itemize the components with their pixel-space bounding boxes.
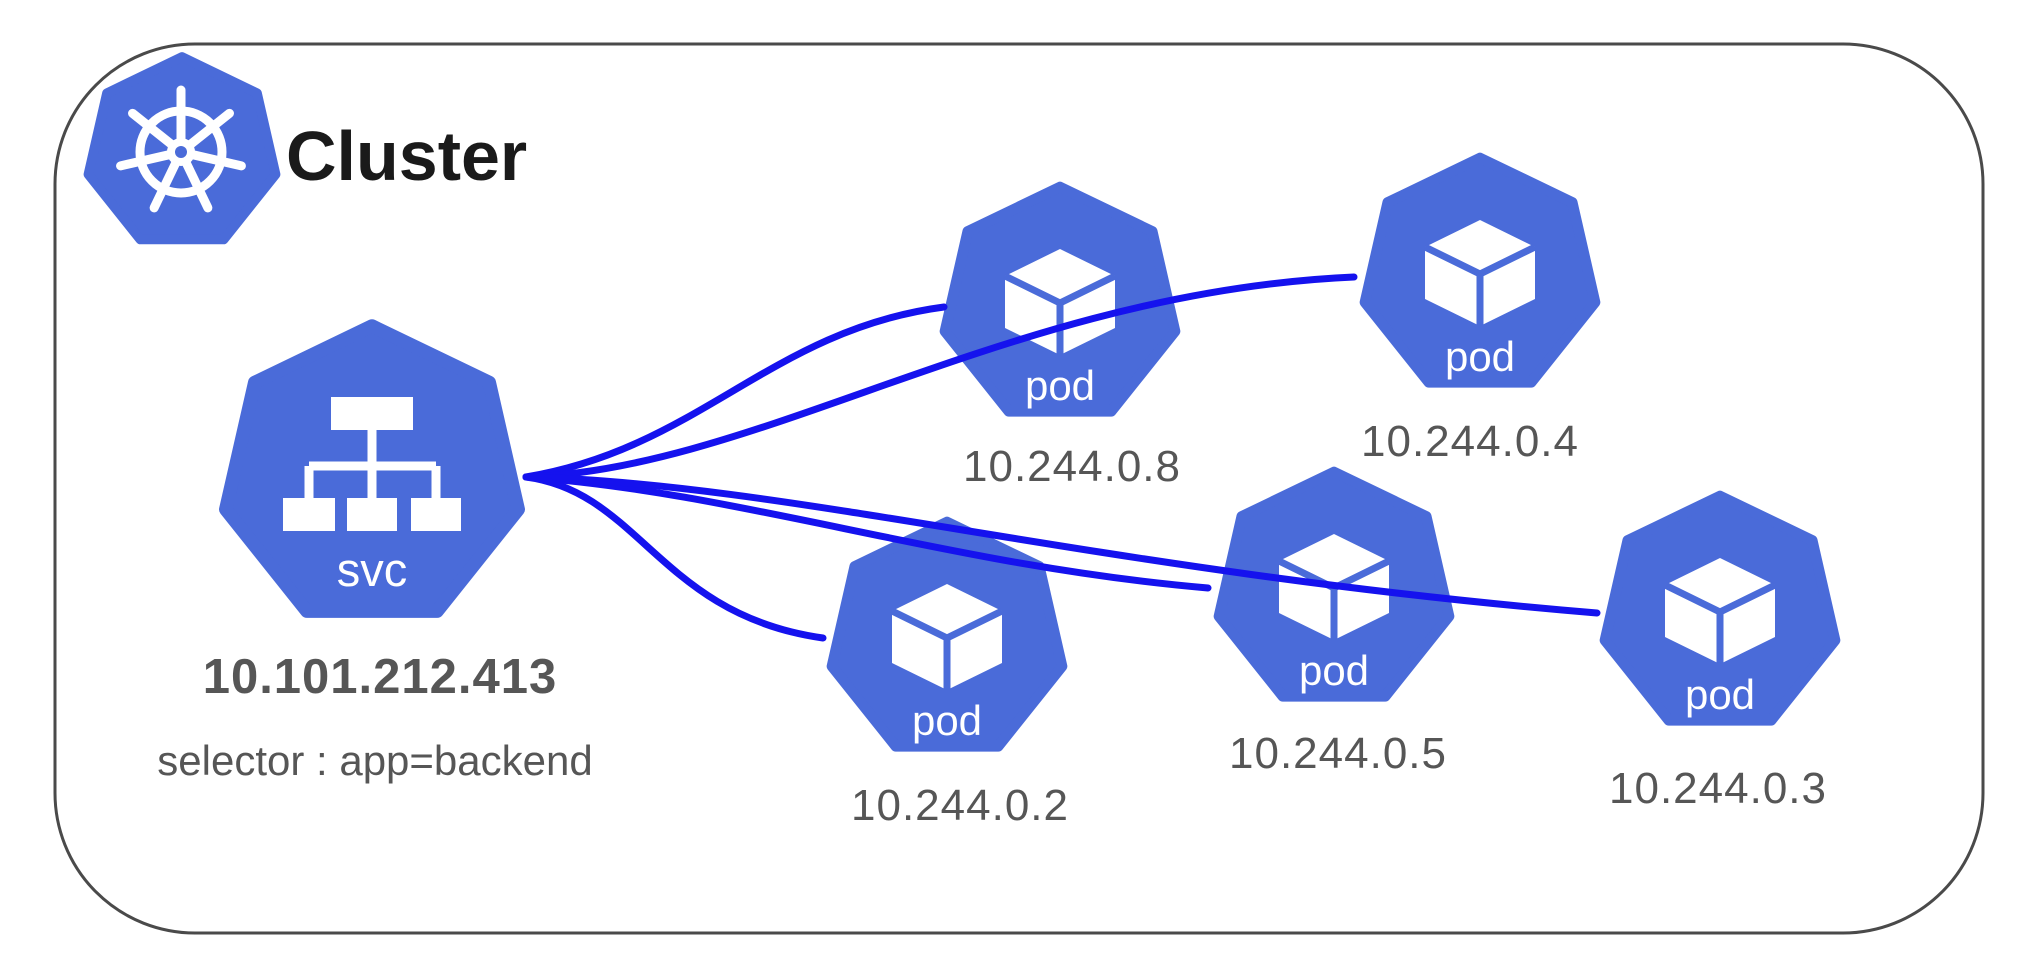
pod-label: pod (1025, 362, 1095, 409)
pod-label: pod (1299, 647, 1369, 694)
service-label: svc (337, 543, 408, 596)
pod-label: pod (1685, 671, 1755, 718)
connection-svc-pod-4 (522, 473, 1212, 592)
connection-svc-pod-5 (522, 473, 1601, 617)
pod-ip: 10.244.0.8 (963, 442, 1181, 491)
cluster-title: Cluster (286, 117, 527, 195)
pod-ip: 10.244.0.4 (1361, 417, 1579, 466)
pod-label: pod (1445, 333, 1515, 380)
pod-node-2: pod (1365, 158, 1595, 382)
service-selector: selector : app=backend (157, 737, 592, 784)
connection-svc-pod-2 (522, 273, 1358, 481)
service-tree-icon (283, 397, 461, 531)
service-node: svc (226, 326, 518, 611)
connection-svc-pod-3 (522, 473, 827, 642)
pod-node-4: pod (1219, 472, 1449, 696)
pod-label: pod (912, 697, 982, 744)
connection-svc-pod-1 (522, 303, 948, 481)
kubernetes-logo-icon (88, 57, 275, 239)
pod-ip: 10.244.0.5 (1229, 729, 1447, 778)
pod-node-3: pod (832, 522, 1062, 746)
service-ip: 10.101.212.413 (203, 650, 558, 704)
pod-ip: 10.244.0.3 (1609, 764, 1827, 813)
pod-ip: 10.244.0.2 (851, 781, 1069, 830)
pod-node-5: pod (1605, 496, 1835, 720)
pod-node-1: pod (945, 187, 1175, 411)
cluster-boundary (53, 42, 1985, 935)
